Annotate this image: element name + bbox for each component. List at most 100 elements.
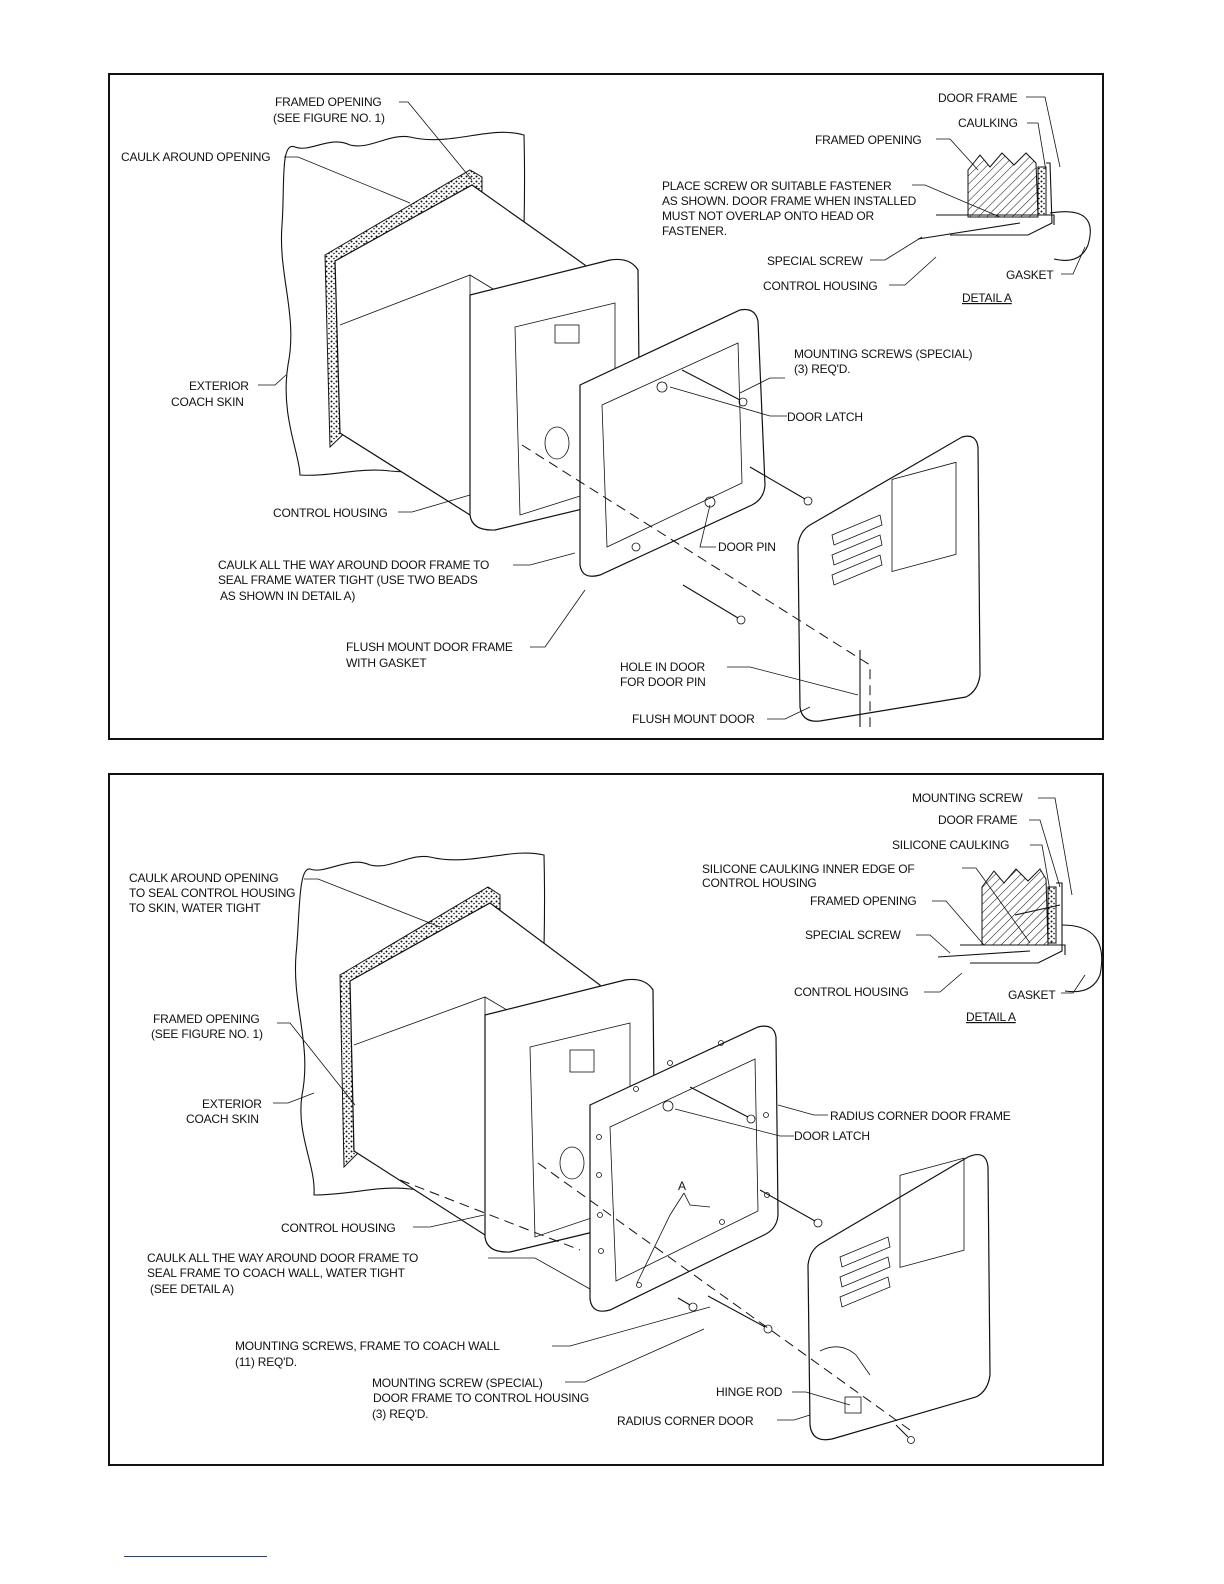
svg-text:AS SHOWN IN DETAIL A): AS SHOWN IN DETAIL A) — [220, 589, 355, 603]
svg-text:FRAMED OPENING: FRAMED OPENING — [815, 133, 922, 147]
figure-2-diagram: CAULK AROUND OPENING TO SEAL CONTROL HOU… — [129, 791, 1102, 1444]
flush-mount-door — [797, 435, 981, 722]
svg-text:CAULK AROUND OPENING: CAULK AROUND OPENING — [129, 871, 278, 885]
special-screw-3 — [682, 584, 746, 625]
svg-text:SILICONE CAULKING: SILICONE CAULKING — [892, 838, 1009, 852]
svg-text:SEAL FRAME TO COACH WALL, WATE: SEAL FRAME TO COACH WALL, WATER TIGHT — [147, 1266, 406, 1280]
detail-door-frame — [970, 882, 1063, 964]
housing-port-hole — [559, 1146, 585, 1180]
label-door-latch: DOOR LATCH — [794, 1129, 870, 1143]
coach-skin-outline — [294, 852, 546, 1196]
svg-text:GASKET: GASKET — [1006, 268, 1054, 282]
label-control-housing: CONTROL HOUSING — [273, 506, 388, 520]
svg-text:DOOR FRAME: DOOR FRAME — [938, 813, 1018, 827]
svg-text:(SEE FIGURE NO. 1): (SEE FIGURE NO. 1) — [273, 111, 385, 125]
label-flush-mount-door-frame: FLUSH MOUNT DOOR FRAME WITH GASKET — [346, 640, 513, 670]
label-hole-in-door: HOLE IN DOOR FOR DOOR PIN — [620, 660, 706, 689]
special-screw-1 — [689, 1086, 756, 1124]
svg-text:TO SKIN, WATER TIGHT: TO SKIN, WATER TIGHT — [129, 901, 261, 915]
svg-text:HOLE IN DOOR: HOLE IN DOOR — [620, 660, 705, 674]
door-cutaway — [819, 1346, 871, 1376]
detail-special-screw — [937, 950, 1031, 958]
detail-door-frame — [950, 162, 1053, 236]
svg-text:DETAIL A: DETAIL A — [962, 291, 1012, 305]
special-screw-2 — [759, 1189, 823, 1228]
label-framed-opening: FRAMED OPENING (SEE FIGURE NO. 1) — [273, 95, 385, 125]
label-exterior-coach-skin: EXTERIOR COACH SKIN — [186, 1097, 262, 1126]
hinge-rod-part — [844, 1396, 862, 1414]
figure-1-diagram: FRAMED OPENING (SEE FIGURE NO. 1) CAULK … — [121, 91, 1091, 727]
special-screw-2 — [749, 466, 813, 506]
label-framed-opening: FRAMED OPENING (SEE FIGURE NO. 1) — [151, 1012, 263, 1041]
label-mounting-screws: MOUNTING SCREWS (SPECIAL) (3) REQ'D. — [794, 347, 973, 376]
svg-text:FASTENER.: FASTENER. — [662, 224, 727, 238]
detail-control-housing — [960, 944, 1066, 955]
detail-gasket-bubble — [1061, 924, 1102, 993]
label-flush-mount-door: FLUSH MOUNT DOOR — [632, 712, 755, 726]
svg-text:(3) REQ'D.: (3) REQ'D. — [794, 362, 850, 376]
housing-port-hole — [544, 426, 570, 460]
label-caulk-door-frame: CAULK ALL THE WAY AROUND DOOR FRAME TO S… — [147, 1251, 418, 1296]
label-control-housing: CONTROL HOUSING — [281, 1221, 396, 1235]
flush-mount-door-frame — [579, 308, 766, 577]
figure-2-radius-corner-panel: CAULK AROUND OPENING TO SEAL CONTROL HOU… — [108, 773, 1104, 1466]
svg-text:CAULK ALL THE WAY AROUND DOOR: CAULK ALL THE WAY AROUND DOOR FRAME TO — [218, 558, 489, 572]
svg-text:(SEE DETAIL A): (SEE DETAIL A) — [150, 1282, 234, 1296]
radius-corner-door-frame — [589, 1025, 779, 1312]
detail-framing-section — [981, 868, 1049, 946]
svg-text:COACH SKIN: COACH SKIN — [171, 395, 244, 409]
figure-1-flush-mount-panel: FRAMED OPENING (SEE FIGURE NO. 1) CAULK … — [108, 73, 1104, 740]
svg-text:WITH GASKET: WITH GASKET — [346, 656, 427, 670]
door-window — [899, 1157, 965, 1268]
svg-text:MUST NOT OVERLAP ONTO HEAD OR: MUST NOT OVERLAP ONTO HEAD OR — [662, 209, 875, 223]
svg-text:DOOR FRAME TO CONTROL HOUSING: DOOR FRAME TO CONTROL HOUSING — [373, 1391, 589, 1405]
door-louvers — [839, 1236, 891, 1308]
door-latch-part — [656, 381, 668, 393]
label-door-pin: DOOR PIN — [718, 540, 776, 554]
label-radius-corner-door: RADIUS CORNER DOOR — [617, 1414, 754, 1428]
label-caulk-door-frame: CAULK ALL THE WAY AROUND DOOR FRAME TO S… — [218, 558, 489, 603]
svg-text:SILICONE CAULKING INNER EDGE O: SILICONE CAULKING INNER EDGE OF — [702, 862, 915, 876]
svg-text:EXTERIOR: EXTERIOR — [202, 1097, 262, 1111]
housing-bracket — [554, 324, 580, 344]
detail-silicone-caulking — [1047, 886, 1057, 944]
detail-control-housing — [936, 214, 1055, 225]
detail-mounting-screw — [1014, 904, 1061, 916]
svg-text:CONTROL HOUSING: CONTROL HOUSING — [794, 985, 909, 999]
svg-text:MOUNTING SCREW (SPECIAL): MOUNTING SCREW (SPECIAL) — [372, 1376, 543, 1390]
svg-text:FLUSH MOUNT DOOR FRAME: FLUSH MOUNT DOOR FRAME — [346, 640, 513, 654]
coach-skin-outline — [280, 131, 526, 476]
svg-text:CAULK ALL THE WAY AROUND DOOR: CAULK ALL THE WAY AROUND DOOR FRAME TO — [147, 1251, 418, 1265]
svg-text:DOOR FRAME: DOOR FRAME — [938, 91, 1018, 105]
svg-text:(3) REQ'D.: (3) REQ'D. — [372, 1407, 428, 1421]
label-mounting-screw-special: MOUNTING SCREW (SPECIAL) DOOR FRAME TO C… — [372, 1376, 589, 1421]
wall-screw-2 — [677, 1297, 698, 1312]
detail-special-screw — [917, 222, 1021, 240]
label-point-a: A — [678, 1179, 686, 1193]
svg-text:FRAMED OPENING: FRAMED OPENING — [275, 95, 382, 109]
svg-text:AS SHOWN. DOOR FRAME WHEN INST: AS SHOWN. DOOR FRAME WHEN INSTALLED — [662, 194, 917, 208]
figure-1-detail-a: DOOR FRAME CAULKING FRAMED OPENING PLACE… — [662, 91, 1091, 305]
svg-text:FRAMED OPENING: FRAMED OPENING — [153, 1012, 260, 1026]
svg-text:CAULKING: CAULKING — [958, 116, 1018, 130]
hinge-screw — [895, 1424, 915, 1444]
svg-text:PLACE SCREW OR SUITABLE FASTEN: PLACE SCREW OR SUITABLE FASTENER — [662, 179, 892, 193]
svg-text:TO SEAL CONTROL HOUSING: TO SEAL CONTROL HOUSING — [129, 886, 295, 900]
door-window — [891, 461, 957, 572]
label-hinge-rod: HINGE ROD — [716, 1385, 783, 1399]
svg-text:DETAIL A: DETAIL A — [966, 1010, 1016, 1024]
svg-text:(SEE FIGURE NO. 1): (SEE FIGURE NO. 1) — [151, 1027, 263, 1041]
svg-text:CONTROL HOUSING: CONTROL HOUSING — [702, 876, 817, 890]
figure-1-leaders — [258, 101, 859, 720]
door-louvers — [831, 514, 883, 586]
svg-text:(11) REQ'D.: (11) REQ'D. — [235, 1355, 297, 1369]
footnote-separator — [124, 1556, 267, 1557]
label-caulk-around-opening: CAULK AROUND OPENING — [121, 150, 270, 164]
svg-text:MOUNTING SCREW: MOUNTING SCREW — [912, 791, 1023, 805]
detail-framing-section — [967, 152, 1039, 218]
housing-bracket — [569, 1049, 595, 1073]
label-mounting-screws-wall: MOUNTING SCREWS, FRAME TO COACH WALL (11… — [235, 1339, 500, 1369]
label-exterior-coach-skin: EXTERIOR COACH SKIN — [171, 379, 249, 409]
svg-text:SPECIAL SCREW: SPECIAL SCREW — [805, 928, 902, 942]
door-latch-part — [662, 1100, 674, 1112]
